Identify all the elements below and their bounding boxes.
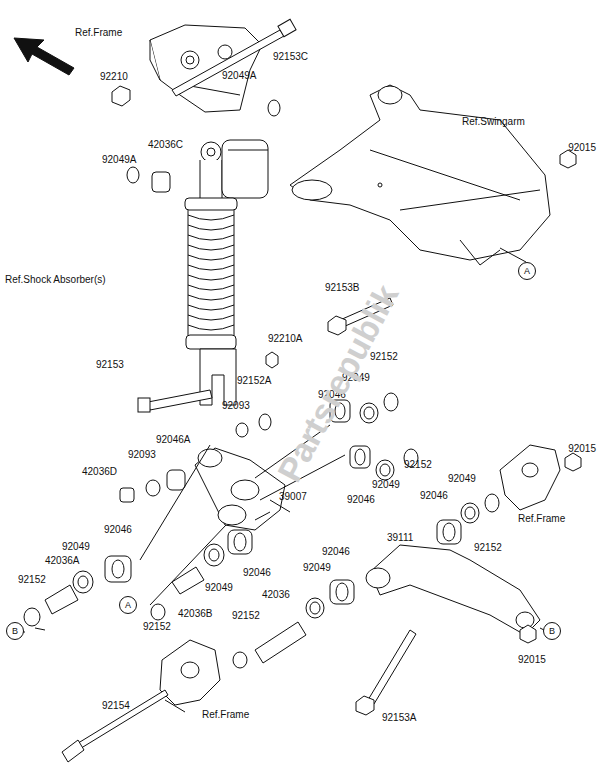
nut [565,453,581,471]
nut [112,86,130,106]
reference-circle: B [543,622,561,640]
callout-number: 92210 [100,71,128,83]
callout-number: Ref.Swingarm [462,116,525,128]
callout-number: 92046 [420,490,448,502]
callout-number: 92015 [568,142,596,154]
callout-number: 92153 [96,359,124,371]
callout-number: 92153A [382,712,416,724]
reference-letter: A [125,600,131,610]
callout-number: 92152 [474,542,502,554]
callout-number: 92015 [568,443,596,455]
callout-number: 92210A [268,333,302,345]
callout-number: 42036C [148,139,183,151]
callout-number: Ref.Frame [518,513,565,525]
tie-rod [366,545,548,635]
collar [127,167,139,183]
callout-number: 92049 [303,562,331,574]
callout-number: 92152 [18,574,46,586]
watermark: Partsrepublik [270,278,406,488]
callout-number: Ref.Frame [75,27,122,39]
callout-number: 92049 [62,541,90,553]
callout-number: 92046 [347,494,375,506]
callout-number: 92049 [448,473,476,485]
callout-number: 42036A [45,555,79,567]
callout-number: 39007 [279,491,307,503]
reference-letter: A [524,266,530,276]
sleeve [152,172,170,192]
callout-number: 39111 [387,532,413,544]
swingarm [290,85,550,265]
callout-number: 92153B [325,282,359,294]
nut [520,625,536,643]
callout-number: Ref.Frame [202,709,249,721]
bolt [62,690,168,762]
callout-number: 92154 [102,700,130,712]
frame-bracket [500,445,560,510]
callout-number: 92046A [156,434,190,446]
callout-number: 92093 [222,400,250,412]
callout-number: 92046 [104,524,132,536]
bushings [24,393,499,668]
callout-number: 42036B [178,608,212,620]
reference-letter: B [12,626,18,636]
reference-circle: B [6,622,24,640]
shock-absorber [185,140,268,405]
callout-number: 92046 [243,567,271,579]
callout-number: 42036 [262,589,290,601]
callout-number: 92046 [322,546,350,558]
frame-bracket [160,640,220,712]
reference-circle: A [518,262,536,280]
callout-number: 92152 [143,621,171,633]
nut [266,352,278,368]
reference-circle: A [119,596,137,614]
callout-number: 92152A [237,375,271,387]
callout-number: 92152 [232,610,260,622]
callout-number: 92153C [273,51,308,63]
leader-line [500,248,526,262]
frame-bracket [150,25,262,112]
bolt [138,390,212,412]
callout-number: 92015 [518,654,546,666]
callout-number: 92152 [404,459,432,471]
callout-number: 92049A [222,70,256,82]
callout-number: 92093 [128,449,156,461]
bolt [356,630,416,715]
callout-number: 92049A [102,154,136,166]
reference-letter: B [549,626,555,636]
direction-arrow [14,38,74,75]
callout-number: 92049 [205,582,233,594]
callout-number: 92049 [372,479,400,491]
callout-number: Ref.Shock Absorber(s) [5,274,106,286]
leader-lines [140,445,290,605]
collar [268,100,280,116]
callout-number: 42036D [82,466,117,478]
